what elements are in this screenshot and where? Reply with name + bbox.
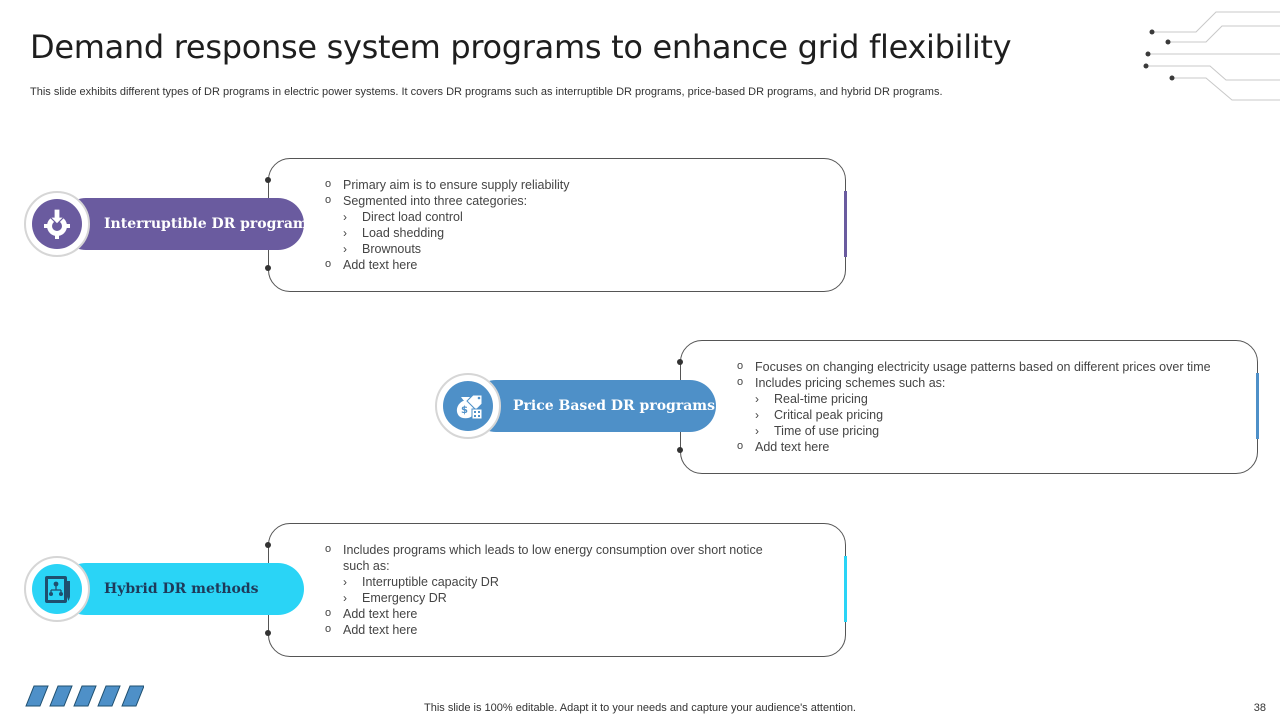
list-item: Add text here xyxy=(737,438,1247,455)
sub-list-item: Critical peak pricing xyxy=(737,407,1247,423)
page-number: 38 xyxy=(1253,702,1266,714)
circuit-lines-decoration xyxy=(1143,11,1280,101)
svg-text:$: $ xyxy=(461,405,468,416)
interruptible-bullet-list: Primary aim is to ensure supply reliabil… xyxy=(325,176,825,273)
list-item: Add text here xyxy=(325,256,825,273)
page-title: Demand response system programs to enhan… xyxy=(30,28,1012,66)
price-based-program-label: Price Based DR programs xyxy=(470,380,716,432)
hybrid-bullet-list: Includes programs which leads to low ene… xyxy=(325,541,789,638)
list-item: Includes programs which leads to low ene… xyxy=(325,541,789,574)
price-based-icon-badge: $ xyxy=(435,373,501,439)
connector-dot xyxy=(677,447,683,453)
interruptible-program-label: Interruptible DR program xyxy=(60,198,308,250)
list-item: Focuses on changing electricity usage pa… xyxy=(737,358,1247,375)
sub-list-item: Brownouts xyxy=(325,241,825,257)
hybrid-icon-badge xyxy=(24,556,90,622)
connector-dot xyxy=(265,630,271,636)
gear-download-icon xyxy=(44,208,70,239)
page-subtitle: This slide exhibits different types of D… xyxy=(30,86,943,98)
hybrid-program-label: Hybrid DR methods xyxy=(60,563,304,615)
accent-bar xyxy=(844,191,847,257)
price-based-program-box: Focuses on changing electricity usage pa… xyxy=(677,340,1259,474)
hybrid-program-box: Includes programs which leads to low ene… xyxy=(265,523,847,657)
connector-dot xyxy=(265,542,271,548)
connector-dot xyxy=(265,265,271,271)
sub-list-item: Direct load control xyxy=(325,209,825,225)
sub-list-item: Real-time pricing xyxy=(737,391,1247,407)
money-bag-price-tag-icon: $ xyxy=(456,394,483,420)
footer-note: This slide is 100% editable. Adapt it to… xyxy=(424,702,856,714)
network-board-icon xyxy=(45,576,70,603)
accent-bar xyxy=(844,556,847,622)
sub-list-item: Interruptible capacity DR xyxy=(325,574,789,590)
connector-dot xyxy=(677,359,683,365)
list-item: Add text here xyxy=(325,621,789,638)
accent-bar xyxy=(1256,373,1259,439)
connector-dot xyxy=(265,177,271,183)
list-item: Primary aim is to ensure supply reliabil… xyxy=(325,176,825,193)
interruptible-program-box: Primary aim is to ensure supply reliabil… xyxy=(265,158,847,292)
interruptible-icon-badge xyxy=(24,191,90,257)
list-item: Segmented into three categories: xyxy=(325,192,825,209)
pill-label-text: Hybrid DR methods xyxy=(104,581,259,597)
sub-list-item: Time of use pricing xyxy=(737,423,1247,439)
pill-label-text: Interruptible DR program xyxy=(104,216,308,232)
price-based-bullet-list: Focuses on changing electricity usage pa… xyxy=(737,358,1247,455)
list-item: Add text here xyxy=(325,605,789,622)
sub-list-item: Load shedding xyxy=(325,225,825,241)
stripes-decoration xyxy=(25,685,144,707)
list-item: Includes pricing schemes such as: xyxy=(737,374,1247,391)
sub-list-item: Emergency DR xyxy=(325,590,789,606)
pill-label-text: Price Based DR programs xyxy=(513,398,715,414)
